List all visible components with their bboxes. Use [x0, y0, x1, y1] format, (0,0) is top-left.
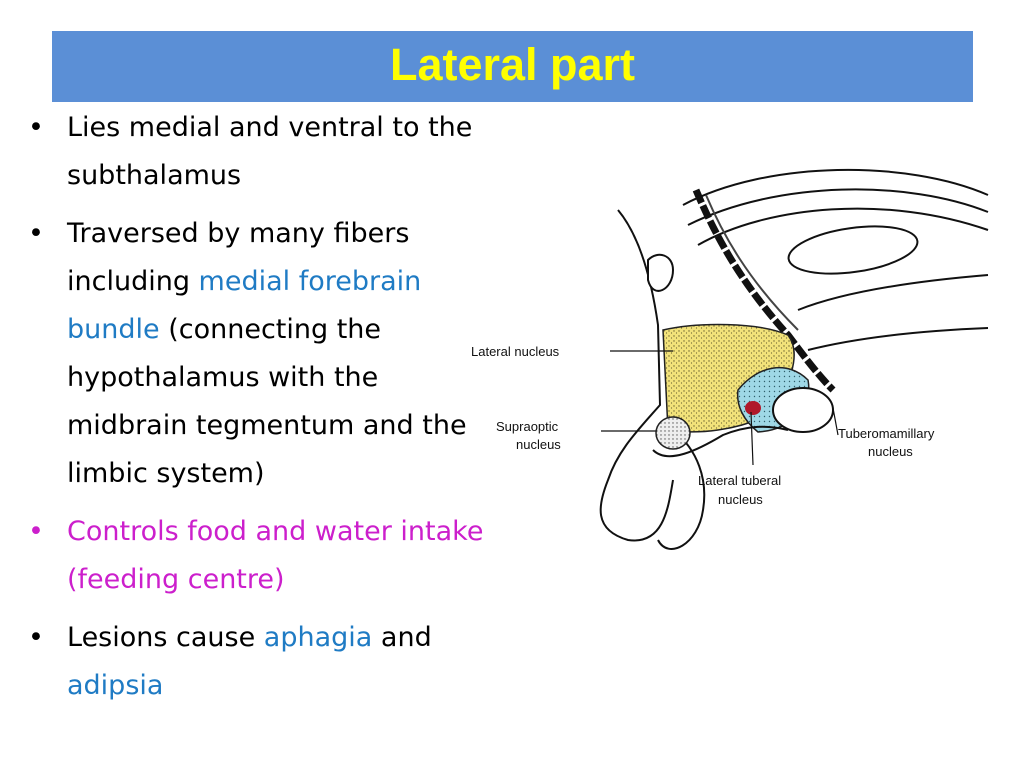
interventricular-oval [787, 225, 919, 275]
bullet-text: (connecting the hypothalamus with the mi… [67, 314, 467, 489]
bullet-text: Lesions cause [67, 622, 264, 653]
highlight-term: aphagia [263, 622, 373, 653]
supraoptic-nucleus-shape [655, 416, 691, 450]
bullet-marker: • [28, 516, 44, 547]
bullet-marker: • [28, 112, 44, 143]
hypothalamus-diagram: Lateral nucleus Supraoptic nucleus Tuber… [471, 168, 989, 550]
label-supraoptic-2: nucleus [516, 437, 561, 452]
label-supraoptic-1: Supraoptic [496, 419, 559, 434]
thalamus-outline [797, 274, 989, 311]
bullet-text: and [372, 622, 432, 653]
bullet-text: Controls food and water intake (feeding … [67, 516, 484, 595]
lateral-tuberal-spot [745, 401, 761, 415]
highlight-term: adipsia [67, 670, 164, 701]
optic-chiasm [652, 425, 789, 458]
bullet-item: • Lesions cause aphagia and adipsia [24, 614, 484, 710]
bullet-text: Lies medial and ventral to the subthalam… [67, 112, 473, 191]
bullet-marker: • [28, 622, 44, 653]
bullet-marker: • [28, 218, 44, 249]
label-tuberomamillary-1: Tuberomamillary [838, 426, 935, 441]
fornix-fibers-inner [705, 194, 799, 331]
mamillary-body [772, 387, 834, 433]
slide-title: Lateral part [389, 38, 636, 90]
label-tuberomamillary-2: nucleus [868, 444, 913, 459]
label-leaders [601, 350, 839, 466]
bullet-item: • Controls food and water intake (feedin… [24, 508, 484, 604]
label-lateral-nucleus: Lateral nucleus [471, 344, 560, 359]
anterior-commissure [647, 253, 675, 292]
highlight-term: medial forebrain bundle [67, 266, 422, 345]
label-lateral-tuberal-2: nucleus [718, 492, 763, 507]
fornix-fibers [692, 188, 836, 393]
bullet-item: • Traversed by many fibers including med… [24, 210, 484, 498]
label-lateral-tuberal-1: Lateral tuberal [698, 473, 781, 488]
bullet-item: • Lies medial and ventral to the subthal… [24, 104, 484, 200]
corpus-callosum [682, 168, 989, 246]
thalamus-outline-lower [807, 327, 989, 351]
title-bar: Lateral part [52, 31, 973, 102]
bullet-text: Traversed by many fibers including [67, 218, 410, 297]
bullet-list: • Lies medial and ventral to the subthal… [24, 104, 484, 720]
